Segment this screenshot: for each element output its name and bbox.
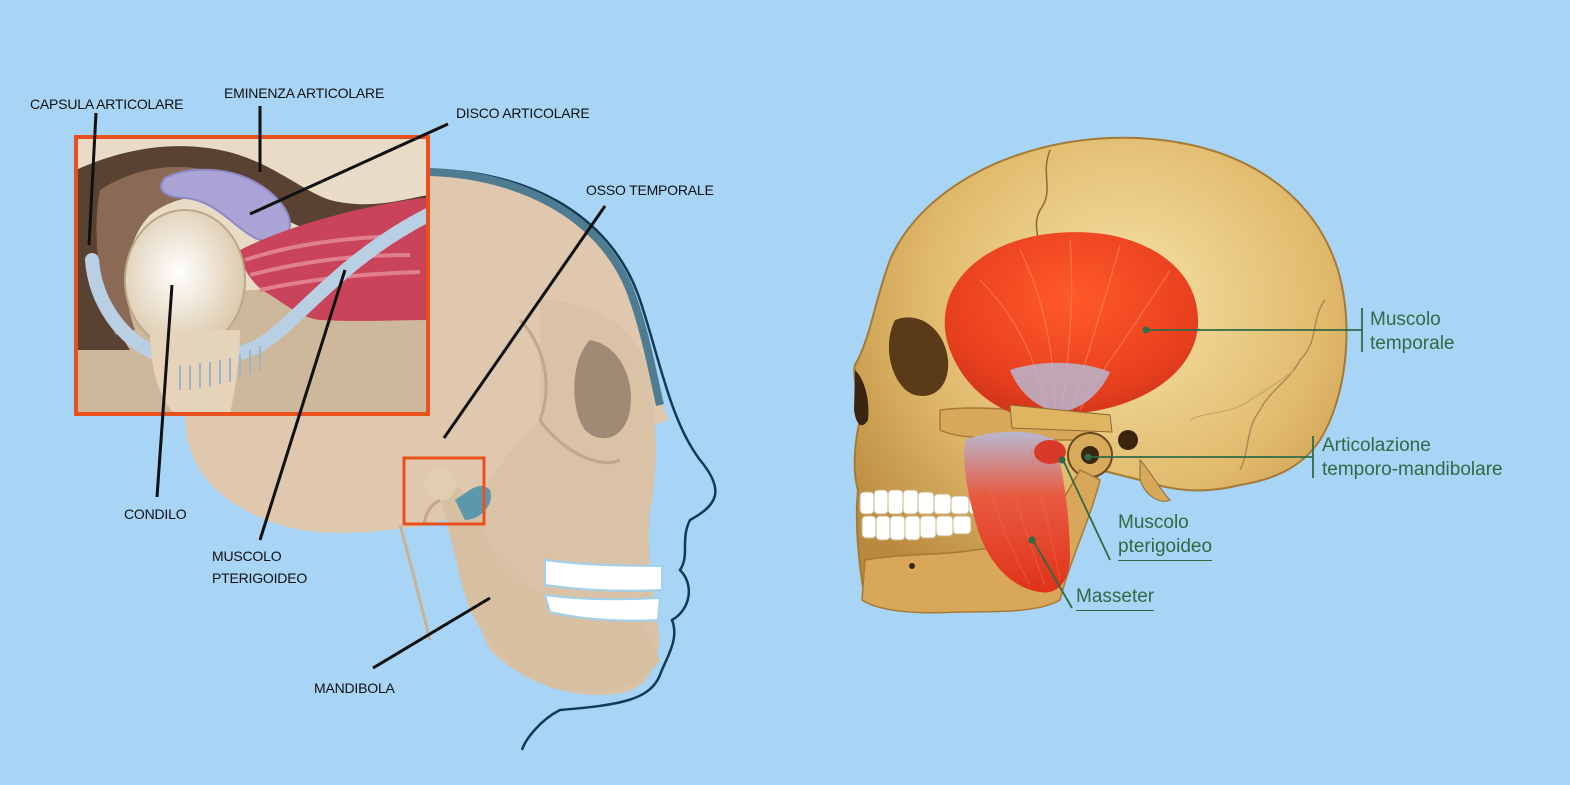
joint-highlight-box — [402, 456, 486, 526]
label-disco-articolare: DISCO ARTICOLARE — [456, 105, 590, 121]
label-mandibola: MANDIBOLA — [314, 680, 395, 696]
face-profile-line — [429, 168, 717, 751]
label-muscolo-temporale-line2: temporale — [1370, 333, 1455, 354]
label-capsula-articolare: CAPSULA ARTICOLARE — [30, 96, 184, 112]
left-leader-lines — [87, 106, 607, 670]
realistic-skull — [853, 136, 1348, 614]
label-atm-line2: temporo-mandibolare — [1322, 459, 1503, 480]
label-pterigoideo-line2: pterigoideo — [1118, 535, 1213, 561]
label-muscolo-temporale-line1: Muscolo — [1370, 309, 1441, 330]
label-muscolo-pterigoideo-line1: MUSCOLO — [212, 548, 282, 564]
label-atm-line1: Articolazione — [1322, 435, 1431, 456]
label-muscolo-pterigoideo-right: Muscolo pterigoideo — [1118, 511, 1213, 561]
label-eminenza-articolare: EMINENZA ARTICOLARE — [224, 85, 385, 101]
label-masseter-text: Masseter — [1076, 585, 1155, 611]
label-osso-temporale: OSSO TEMPORALE — [586, 182, 714, 198]
inset-frame — [74, 135, 430, 416]
joint-inset — [76, 137, 428, 414]
label-masseter: Masseter — [1076, 585, 1155, 611]
label-condilo: CONDILO — [124, 506, 187, 522]
label-articolazione-temporo-mandibolare: Articolazione temporo-mandibolare — [1322, 434, 1503, 482]
label-muscolo-pterigoideo: MUSCOLO PTERIGOIDEO — [212, 545, 307, 589]
flat-skull — [185, 168, 717, 751]
label-muscolo-temporale: Muscolo temporale — [1370, 308, 1455, 356]
label-pterigoideo-line1: Muscolo — [1118, 512, 1189, 533]
label-muscolo-pterigoideo-line2: PTERIGOIDEO — [212, 570, 308, 586]
right-leader-lines — [1033, 308, 1363, 609]
